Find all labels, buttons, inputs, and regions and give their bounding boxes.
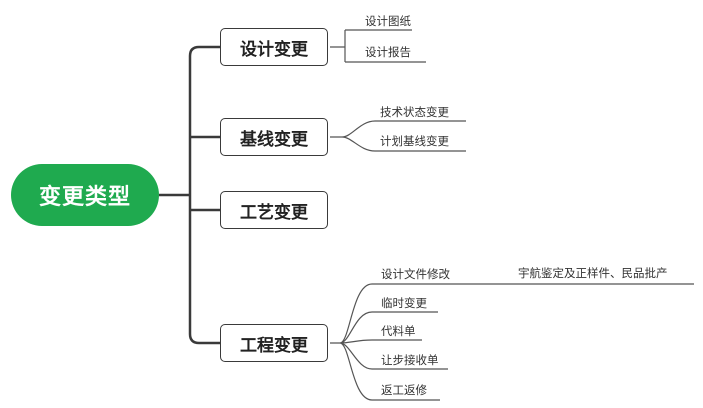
leaf-fangong[interactable]: 返工返修 [381, 383, 427, 397]
leaf-connector-jixian [330, 120, 466, 152]
leaf-connector-sheji [330, 29, 426, 63]
branch-node-gongyi[interactable]: 工艺变更 [220, 191, 328, 229]
leaf-sheji-baogao[interactable]: 设计报告 [365, 45, 411, 59]
leaf-sheji-tuzhi[interactable]: 设计图纸 [365, 14, 411, 28]
leaf-jishu-zhuangtai[interactable]: 技术状态变更 [380, 105, 449, 119]
leaf-yuhang-jianding[interactable]: 宇航鉴定及正样件、民品批产 [518, 266, 668, 280]
leaf-rangbu[interactable]: 让步接收单 [381, 353, 439, 367]
branch-node-jixian[interactable]: 基线变更 [220, 118, 328, 156]
leaf-linshi[interactable]: 临时变更 [381, 296, 427, 310]
leaf-sheji-wenjian[interactable]: 设计文件修改 [381, 267, 450, 281]
branch-node-gongcheng[interactable]: 工程变更 [220, 324, 328, 362]
leaf-dailiao[interactable]: 代料单 [381, 324, 416, 338]
leaf-jihua-jixian[interactable]: 计划基线变更 [380, 134, 449, 148]
root-node[interactable]: 变更类型 [11, 164, 159, 226]
leaf-connector-gongcheng [330, 283, 694, 401]
branch-node-sheji[interactable]: 设计变更 [220, 28, 328, 66]
spine [188, 45, 220, 345]
